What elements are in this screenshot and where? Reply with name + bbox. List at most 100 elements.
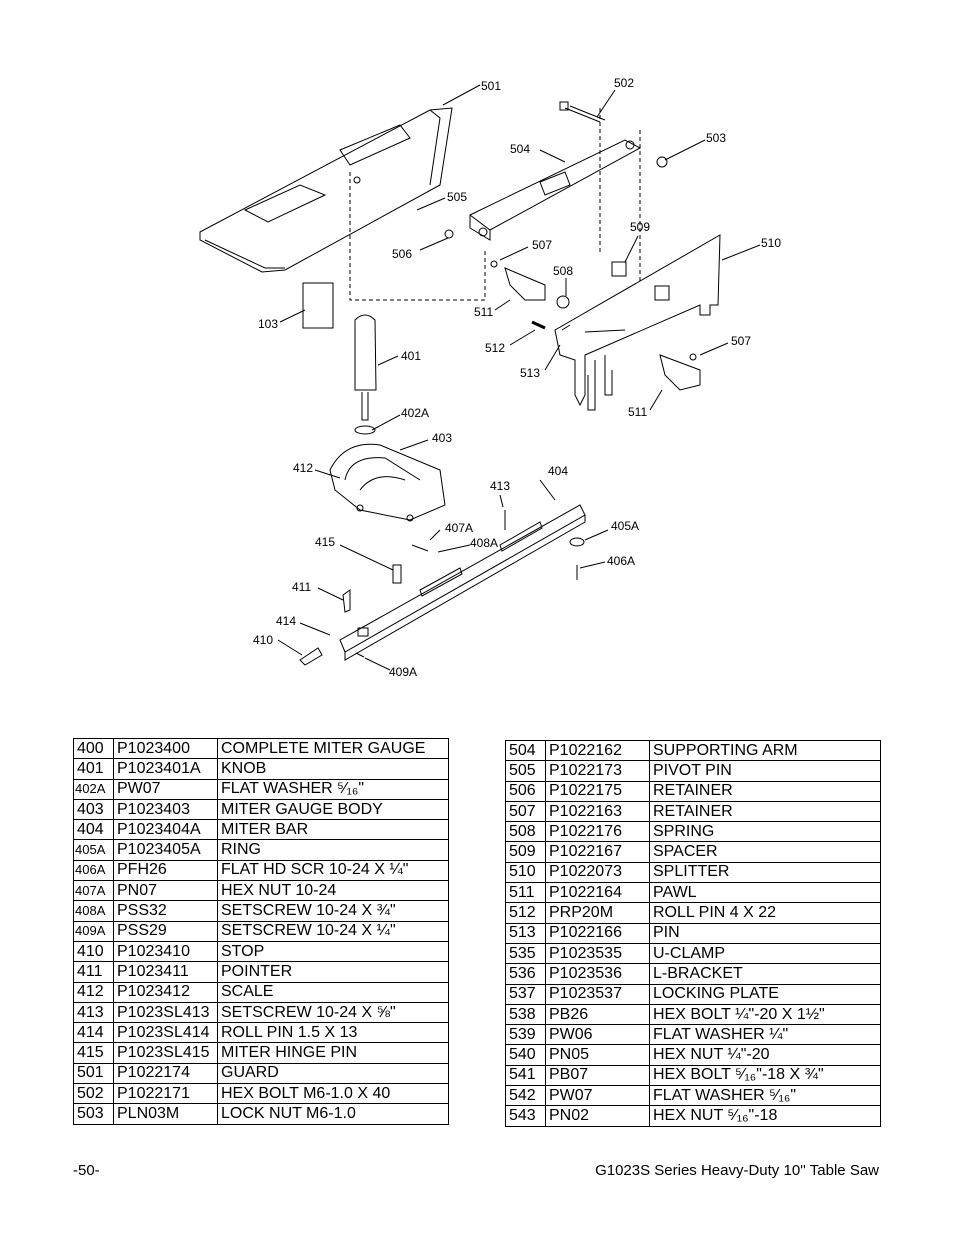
part-number: P1023412 [113,981,218,1003]
part-number: P1023SL413 [113,1001,218,1024]
part-number: PRP20M [545,902,650,924]
part-description: MITER HINGE PIN [217,1042,449,1064]
callout-411: 411 [292,580,311,594]
callout-413: 413 [490,479,510,493]
part-description: SCALE [217,981,449,1003]
ref-number: 409A [73,920,114,942]
part-number: P1022175 [545,780,650,802]
part-number: PLN03M [113,1103,218,1125]
miter-bar-drawing [339,504,586,661]
part-number: P1022166 [545,922,650,944]
lock-nut-drawing [656,156,668,168]
part-description: SPLITTER [649,861,881,884]
ref-number: 411 [73,961,114,983]
callout-506: 506 [392,247,412,261]
ref-number: 405A [73,839,114,861]
part-number: P1022173 [545,760,650,782]
part-number: PW07 [113,778,218,800]
part-number: P1023404A [113,819,218,841]
ref-number: 412 [73,981,114,1003]
part-number: P1022167 [545,841,650,863]
miter-gauge-body-drawing [329,443,446,522]
part-description: FLAT HD SCR 10-24 X ¼" [217,859,449,882]
part-description: COMPLETE MITER GAUGE [217,737,449,760]
label-drawing [302,282,334,329]
part-number: P1023405A [113,839,218,861]
part-description: POINTER [217,961,449,983]
ref-number: 538 [505,1003,546,1026]
part-number: P1022162 [545,739,650,762]
part-number: PN07 [113,880,218,902]
ref-number: 414 [73,1022,114,1044]
part-description: HEX NUT ⁵⁄₁₆"-18 [649,1105,881,1127]
part-description: SPRING [649,821,881,843]
ref-number: 510 [505,861,546,884]
ref-number: 408A [73,900,114,922]
part-description: PIN [649,922,881,944]
part-number: PB07 [545,1064,650,1087]
ref-number: 513 [505,922,546,944]
callout-509: 509 [630,220,650,234]
ref-number: 541 [505,1064,546,1087]
part-description: ROLL PIN 4 X 22 [649,902,881,924]
part-description: FLAT WASHER ⁵⁄₁₆" [217,778,449,800]
part-description: MITER BAR [217,819,449,841]
part-number: P1023536 [545,963,650,985]
callout-403: 403 [432,431,452,445]
ref-number: 543 [505,1105,546,1127]
part-description: U-CLAMP [649,942,881,965]
blade-guard-drawing [199,107,453,273]
ref-number: 410 [73,940,114,963]
part-number: PFH26 [113,859,218,882]
ref-number: 508 [505,821,546,843]
part-description: SETSCREW 10-24 X ¾" [217,900,449,922]
part-description: L-BRACKET [649,963,881,985]
splitter-drawing [554,234,721,411]
part-description: HEX NUT ¼"-20 [649,1044,881,1066]
part-description: RING [217,839,449,861]
callout-513: 513 [520,366,540,380]
part-description: SUPPORTING ARM [649,739,881,762]
part-description: GUARD [217,1062,449,1085]
part-number: P1022164 [545,882,650,904]
ref-number: 535 [505,942,546,965]
callout-414: 414 [276,614,296,628]
callout-408a: 408A [470,536,498,550]
ref-number: 415 [73,1042,114,1064]
part-description: PIVOT PIN [649,760,881,782]
part-number: P1023411 [113,961,218,983]
callout-407a: 407A [445,521,473,535]
part-description: FLAT WASHER ¼" [649,1024,881,1046]
part-number: P1023403 [113,798,218,821]
ref-number: 401 [73,758,114,780]
part-description: RETAINER [649,780,881,802]
ref-number: 511 [505,882,546,904]
callout-508: 508 [553,264,573,278]
part-number: P1022073 [545,861,650,884]
part-number: P1022174 [113,1062,218,1085]
part-description: STOP [217,940,449,963]
callout-502: 502 [614,76,634,90]
ref-number: 512 [505,902,546,924]
part-number: PW07 [545,1085,650,1107]
callout-507b: 507 [731,334,751,348]
part-description: FLAT WASHER ⁵⁄₁₆" [649,1085,881,1107]
part-number: P1022176 [545,821,650,843]
